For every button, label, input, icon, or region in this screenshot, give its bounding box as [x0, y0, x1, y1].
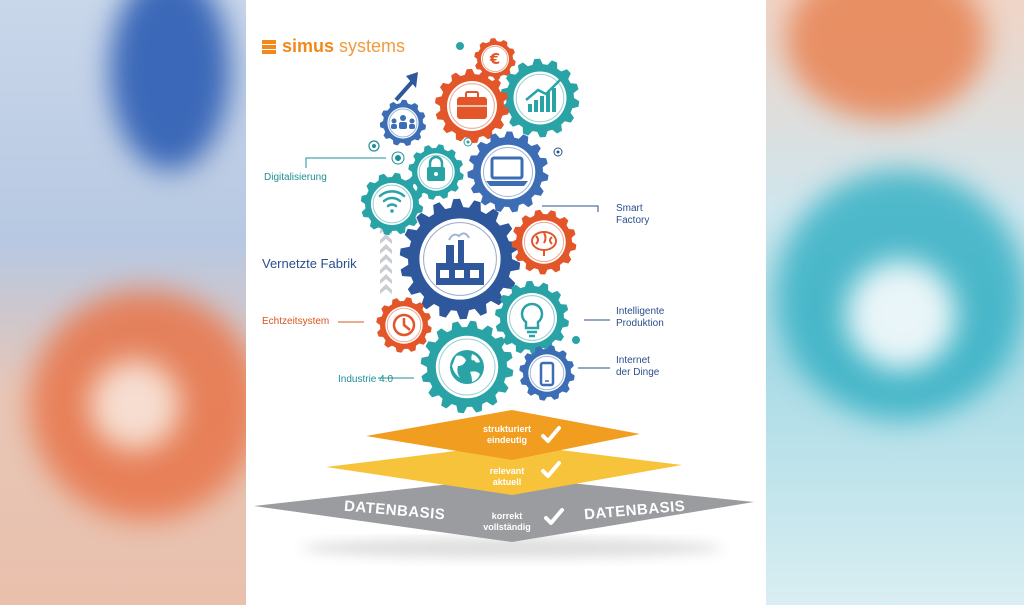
label-digitalisierung: Digitalisierung — [264, 172, 327, 183]
label-echtzeitsystem: Echtzeitsystem — [262, 316, 330, 327]
layer-top — [366, 410, 640, 460]
trend-arrow-icon — [394, 72, 418, 102]
checkmark-icon — [541, 426, 564, 525]
blurred-background-left — [0, 0, 246, 605]
lightbulb-icon — [520, 302, 544, 338]
gears-diagram: € — [254, 38, 754, 558]
brand-name: simus systems — [282, 36, 406, 56]
factory-icon — [436, 232, 484, 285]
briefcase-icon — [457, 91, 487, 119]
lock-icon — [427, 155, 445, 181]
gear-euro — [474, 38, 516, 80]
center-title: Vernetzte Fabrik — [262, 256, 357, 271]
logo-mark-icon — [262, 39, 276, 54]
gear-laptop — [467, 131, 549, 213]
globe-icon — [450, 350, 484, 384]
brand-logo: simus systems — [262, 36, 405, 57]
blurred-background-right — [766, 0, 1024, 605]
svg-text:€: € — [489, 50, 500, 68]
clock-icon — [392, 313, 416, 337]
gear-lightbulb — [495, 280, 569, 356]
smartphone-icon — [539, 361, 555, 387]
layer-bottom — [254, 477, 754, 542]
infographic-panel: simus systems — [246, 0, 766, 605]
brain-icon — [531, 231, 557, 256]
euro-icon: € — [489, 50, 500, 68]
team-icon — [391, 115, 415, 129]
chart-icon — [525, 79, 561, 112]
layer-middle — [326, 444, 682, 495]
label-industrie-4-0: Industrie 4.0 — [338, 374, 394, 385]
gear-smartphone — [519, 345, 575, 401]
laptop-icon — [486, 156, 528, 186]
wifi-icon — [378, 190, 406, 213]
